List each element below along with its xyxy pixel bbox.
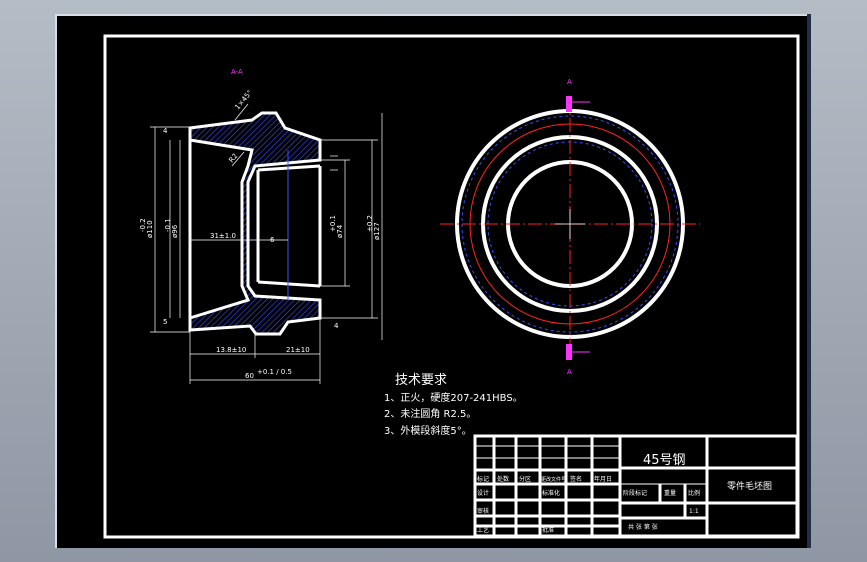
section-inner-bottom (257, 280, 321, 288)
tech-item-2: 2、未注圆角 R2.5。 (384, 407, 476, 420)
dim-4-right: 4 (334, 322, 339, 330)
section-outline (188, 111, 322, 336)
label-process: 工艺 (477, 526, 489, 534)
label-weight: 重量 (664, 489, 676, 497)
section-dimension-lines (150, 103, 383, 384)
dim-4-left: 4 (163, 127, 168, 135)
section-cut-mark-bottom (566, 344, 572, 360)
section-mark-bottom-label: A (567, 368, 572, 376)
label-stage-mark: 阶段标记 (623, 489, 647, 497)
dim-d96-tol: -0.1 (164, 218, 172, 232)
drawing-border (103, 34, 800, 539)
dim-60-tol: +0.1 / 0.5 (257, 368, 292, 376)
dim-d127-tol: ±0.2 (366, 215, 374, 232)
section-cut-mark-top (566, 96, 572, 112)
dim-d110-tol: -0.2 (139, 218, 147, 232)
scale-value: 1:1 (689, 508, 699, 515)
section-bore-left (189, 138, 254, 320)
section-label: A-A (231, 68, 243, 76)
end-view: A A (440, 78, 700, 376)
dim-60: 60 (245, 372, 254, 380)
dim-chamfer: 1×45° (233, 89, 254, 112)
dim-r2: R2 (227, 152, 239, 164)
label-approve: 批准 (542, 526, 554, 534)
label-standardize: 标准化 (542, 489, 560, 497)
label-scale: 比例 (688, 489, 700, 497)
section-inner-top (257, 164, 321, 172)
dim-d74-tol: +0.1 (329, 215, 337, 232)
dim-d96: ø96 (171, 224, 179, 238)
section-hatch-upper (190, 113, 320, 334)
row-label-zone: 分区 (519, 475, 531, 483)
title-block: 45号钢 零件毛坯图 标记 处数 分区 更改文件号 签名 年月日 设计 标准化 … (473, 434, 799, 538)
tech-item-1: 1、正火，硬度207-241HBS。 (384, 391, 523, 404)
dim-6: 6 (270, 236, 275, 244)
dim-d127: ø127 (373, 222, 381, 240)
row-label-sign: 签名 (570, 475, 582, 483)
tech-item-3: 3、外模段斜度5°。 (384, 424, 472, 437)
label-design: 设计 (477, 489, 489, 497)
label-sheets: 共 张 第 张 (628, 523, 658, 531)
label-review: 审核 (477, 507, 489, 515)
dim-d74: ø74 (336, 224, 344, 238)
dim-13: 13.8±10 (216, 346, 246, 354)
row-label-count: 处数 (497, 475, 509, 483)
viewport-scroll-edge (807, 14, 811, 548)
cad-viewport[interactable] (55, 14, 811, 548)
tech-title: 技术要求 (395, 373, 447, 388)
row-label-change-doc: 更改文件号 (541, 476, 566, 483)
row-label-mark: 标记 (477, 475, 489, 483)
material-label: 45号钢 (643, 453, 686, 468)
dim-21: 21±10 (286, 346, 310, 354)
dim-d110: ø110 (146, 220, 154, 238)
title-block-frame (473, 434, 799, 538)
dim-5-left: 5 (163, 318, 167, 326)
dim-31: 31±1.0 (210, 232, 236, 240)
section-mark-top-label: A (567, 78, 572, 86)
row-label-date: 年月日 (594, 475, 612, 483)
technical-requirements: 技术要求 1、正火，硬度207-241HBS。 2、未注圆角 R2.5。 3、外… (384, 373, 523, 437)
drawing-name: 零件毛坯图 (727, 480, 772, 492)
section-view: A-A (139, 68, 383, 384)
